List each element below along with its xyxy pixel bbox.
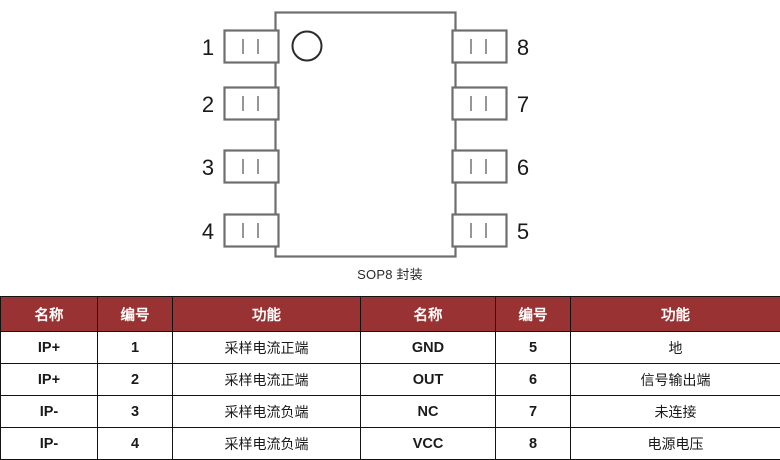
column-header-name-right: 名称	[361, 297, 496, 332]
pin-number-right-8: 8	[517, 35, 529, 60]
pin-lead-right-8	[453, 31, 507, 63]
cell-function-left: 采样电流正端	[173, 332, 361, 364]
pin-number-left-3: 3	[202, 155, 214, 180]
column-header-function-left: 功能	[173, 297, 361, 332]
cell-name-left: IP+	[1, 364, 98, 396]
cell-name-right: GND	[361, 332, 496, 364]
sop8-package-drawing: 1 2 3 4 8 7 6 5	[0, 0, 780, 268]
table-row: IP+ 1 采样电流正端 GND 5 地	[1, 332, 780, 364]
pin-number-right-6: 6	[517, 155, 529, 180]
cell-number-right: 7	[496, 396, 571, 428]
column-header-name-left: 名称	[1, 297, 98, 332]
cell-function-left: 采样电流正端	[173, 364, 361, 396]
pin-function-table: 名称 编号 功能 名称 编号 功能 IP+ 1 采样电流正端 GND 5 地 I…	[0, 296, 780, 460]
package-diagram: 1 2 3 4 8 7 6 5 SOP8 封装	[0, 0, 780, 292]
cell-function-left: 采样电流负端	[173, 428, 361, 460]
pin-number-right-7: 7	[517, 92, 529, 117]
cell-name-right: VCC	[361, 428, 496, 460]
table-header-row: 名称 编号 功能 名称 编号 功能	[1, 297, 780, 332]
column-header-number-right: 编号	[496, 297, 571, 332]
table-body: IP+ 1 采样电流正端 GND 5 地 IP+ 2 采样电流正端 OUT 6 …	[1, 332, 780, 460]
cell-name-left: IP-	[1, 428, 98, 460]
column-header-function-right: 功能	[571, 297, 780, 332]
pin-lead-left-2	[225, 88, 279, 120]
package-caption: SOP8 封装	[0, 264, 780, 283]
cell-function-right: 电源电压	[571, 428, 780, 460]
pin-number-left-4: 4	[202, 219, 214, 244]
cell-function-right: 未连接	[571, 396, 780, 428]
cell-number-left: 4	[98, 428, 173, 460]
cell-number-right: 5	[496, 332, 571, 364]
cell-name-right: OUT	[361, 364, 496, 396]
pin-lead-right-5	[453, 215, 507, 247]
cell-name-left: IP-	[1, 396, 98, 428]
pin1-dot-circle	[293, 32, 322, 61]
cell-function-right: 地	[571, 332, 780, 364]
pin-lead-left-3	[225, 151, 279, 183]
cell-number-right: 8	[496, 428, 571, 460]
table-row: IP- 4 采样电流负端 VCC 8 电源电压	[1, 428, 780, 460]
pin-number-right-5: 5	[517, 219, 529, 244]
pin-lead-left-1	[225, 31, 279, 63]
cell-number-left: 2	[98, 364, 173, 396]
cell-function-right: 信号输出端	[571, 364, 780, 396]
cell-number-right: 6	[496, 364, 571, 396]
table-row: IP- 3 采样电流负端 NC 7 未连接	[1, 396, 780, 428]
cell-name-left: IP+	[1, 332, 98, 364]
table-row: IP+ 2 采样电流正端 OUT 6 信号输出端	[1, 364, 780, 396]
column-header-number-left: 编号	[98, 297, 173, 332]
cell-name-right: NC	[361, 396, 496, 428]
pin-lead-right-6	[453, 151, 507, 183]
pin-lead-left-4	[225, 215, 279, 247]
cell-number-left: 3	[98, 396, 173, 428]
pin-number-left-1: 1	[202, 35, 214, 60]
pin-lead-right-7	[453, 88, 507, 120]
cell-number-left: 1	[98, 332, 173, 364]
pin-number-left-2: 2	[202, 92, 214, 117]
cell-function-left: 采样电流负端	[173, 396, 361, 428]
